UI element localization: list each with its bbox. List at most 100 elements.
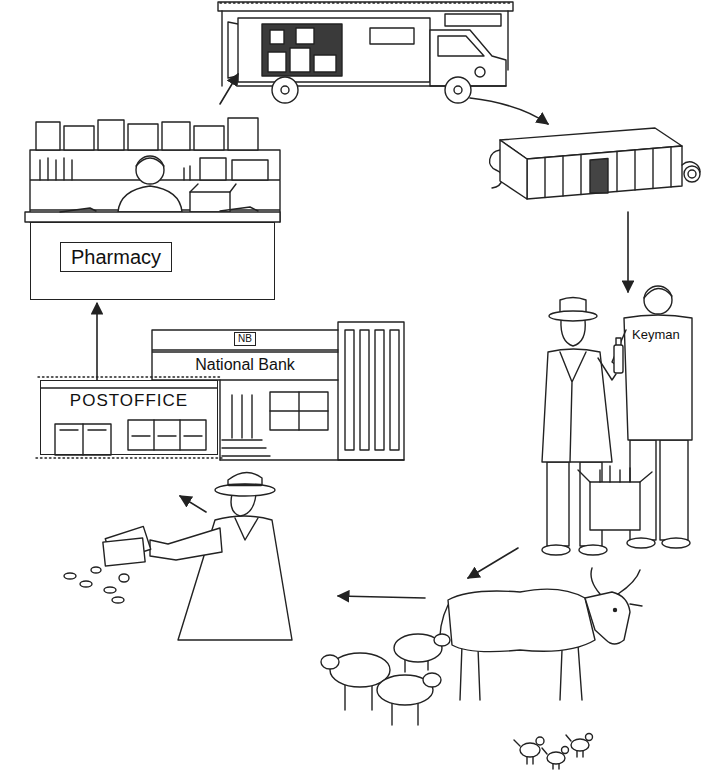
livestock	[585, 592, 630, 644]
post-office-building	[38, 376, 222, 377]
storage-container	[590, 159, 608, 194]
livestock	[434, 634, 450, 646]
man-with-money	[64, 573, 76, 579]
flow-arrow	[96, 303, 98, 380]
post-office-building	[36, 457, 224, 458]
truck-depot	[218, 2, 513, 11]
truck-depot	[238, 18, 430, 82]
pharmacy-shelves	[98, 120, 124, 150]
trading-men	[578, 466, 652, 482]
pharmacy-shelves	[200, 158, 226, 180]
man-with-money	[178, 516, 292, 640]
truck-depot	[262, 24, 342, 76]
trading-men	[644, 286, 672, 314]
post-office-building	[60, 424, 106, 455]
man-with-money	[231, 494, 256, 516]
livestock	[448, 589, 595, 652]
truck-depot	[454, 86, 462, 94]
livestock	[536, 737, 544, 745]
livestock	[547, 752, 565, 764]
storage-container	[490, 128, 700, 199]
trading-men	[547, 462, 569, 546]
trading-men	[560, 352, 586, 462]
truck-depot	[272, 77, 298, 103]
truck-depot	[438, 36, 484, 56]
bank-building	[390, 330, 399, 450]
pharmacy-shelves	[128, 124, 158, 150]
cycle-arrow	[338, 596, 425, 598]
sign-text: NB	[234, 332, 256, 346]
trading-men	[644, 288, 672, 298]
bank-building	[222, 440, 270, 456]
truck-depot	[445, 77, 471, 103]
truck-depot	[290, 48, 310, 72]
truck-depot	[445, 14, 501, 26]
sign-text: POSTOFFICE	[70, 391, 188, 411]
post-office-building: POSTOFFICE	[40, 380, 218, 455]
pharmacy-shelves	[228, 118, 258, 150]
trading-men	[542, 545, 570, 555]
trading-men	[542, 349, 612, 462]
livestock	[460, 645, 582, 700]
pharmacy-shelves	[40, 158, 72, 180]
bank-building	[375, 330, 384, 450]
pharmacy-shelves	[118, 186, 182, 212]
bank-building	[338, 322, 404, 460]
trading-men	[660, 440, 688, 540]
pharmacy-shelves	[136, 158, 164, 166]
bank-building	[270, 392, 328, 430]
trading-men	[561, 320, 585, 346]
livestock	[586, 734, 593, 741]
pharmacy-shelves	[190, 184, 236, 192]
bank-building	[152, 322, 404, 460]
post-office-building	[55, 424, 111, 455]
sign-text: National Bank	[195, 355, 295, 374]
truck-depot	[270, 30, 284, 44]
trading-men	[614, 345, 623, 373]
pharmacy-shelves	[136, 156, 164, 184]
livestock	[614, 609, 617, 612]
cycle-arrow	[220, 74, 238, 104]
man-with-money	[150, 528, 222, 560]
cycle-arrow	[627, 212, 629, 292]
man-with-money	[215, 484, 275, 496]
pharmacy-shelves	[190, 192, 230, 212]
bank-building	[360, 330, 369, 450]
bank-building	[220, 459, 404, 460]
storage-container	[545, 147, 671, 198]
man-with-money	[112, 597, 124, 603]
bank-building	[345, 330, 354, 450]
livestock	[514, 740, 533, 764]
truck-depot	[281, 86, 289, 94]
pharmacy-shelves	[232, 160, 268, 180]
pharmacy-counter: Pharmacy	[30, 222, 275, 300]
trading-men	[624, 315, 692, 440]
man-with-money	[64, 472, 292, 640]
trading-men	[627, 538, 655, 548]
bank-building: NB National Bank	[152, 330, 338, 381]
man-with-money	[104, 587, 116, 593]
storage-container	[688, 170, 696, 178]
livestock	[520, 743, 540, 757]
truck-depot	[475, 67, 485, 77]
pharmacy-shelves	[36, 122, 60, 150]
cycle-arrow	[468, 548, 518, 578]
post-office-building	[132, 420, 202, 450]
man-with-money	[103, 538, 145, 566]
sign-text: Pharmacy	[60, 242, 172, 272]
pharmacy-shelves	[184, 166, 190, 180]
pharmacy-shelves	[25, 118, 280, 222]
livestock	[591, 568, 642, 606]
trading-men	[579, 545, 607, 555]
livestock	[423, 673, 441, 687]
trading-men	[662, 538, 690, 548]
man-with-money	[119, 574, 129, 582]
truck-depot	[220, 2, 511, 3]
pharmacy-shelves	[194, 126, 224, 150]
man-with-money	[235, 518, 258, 540]
truck-depot	[430, 30, 506, 86]
truck-depot	[370, 28, 414, 44]
